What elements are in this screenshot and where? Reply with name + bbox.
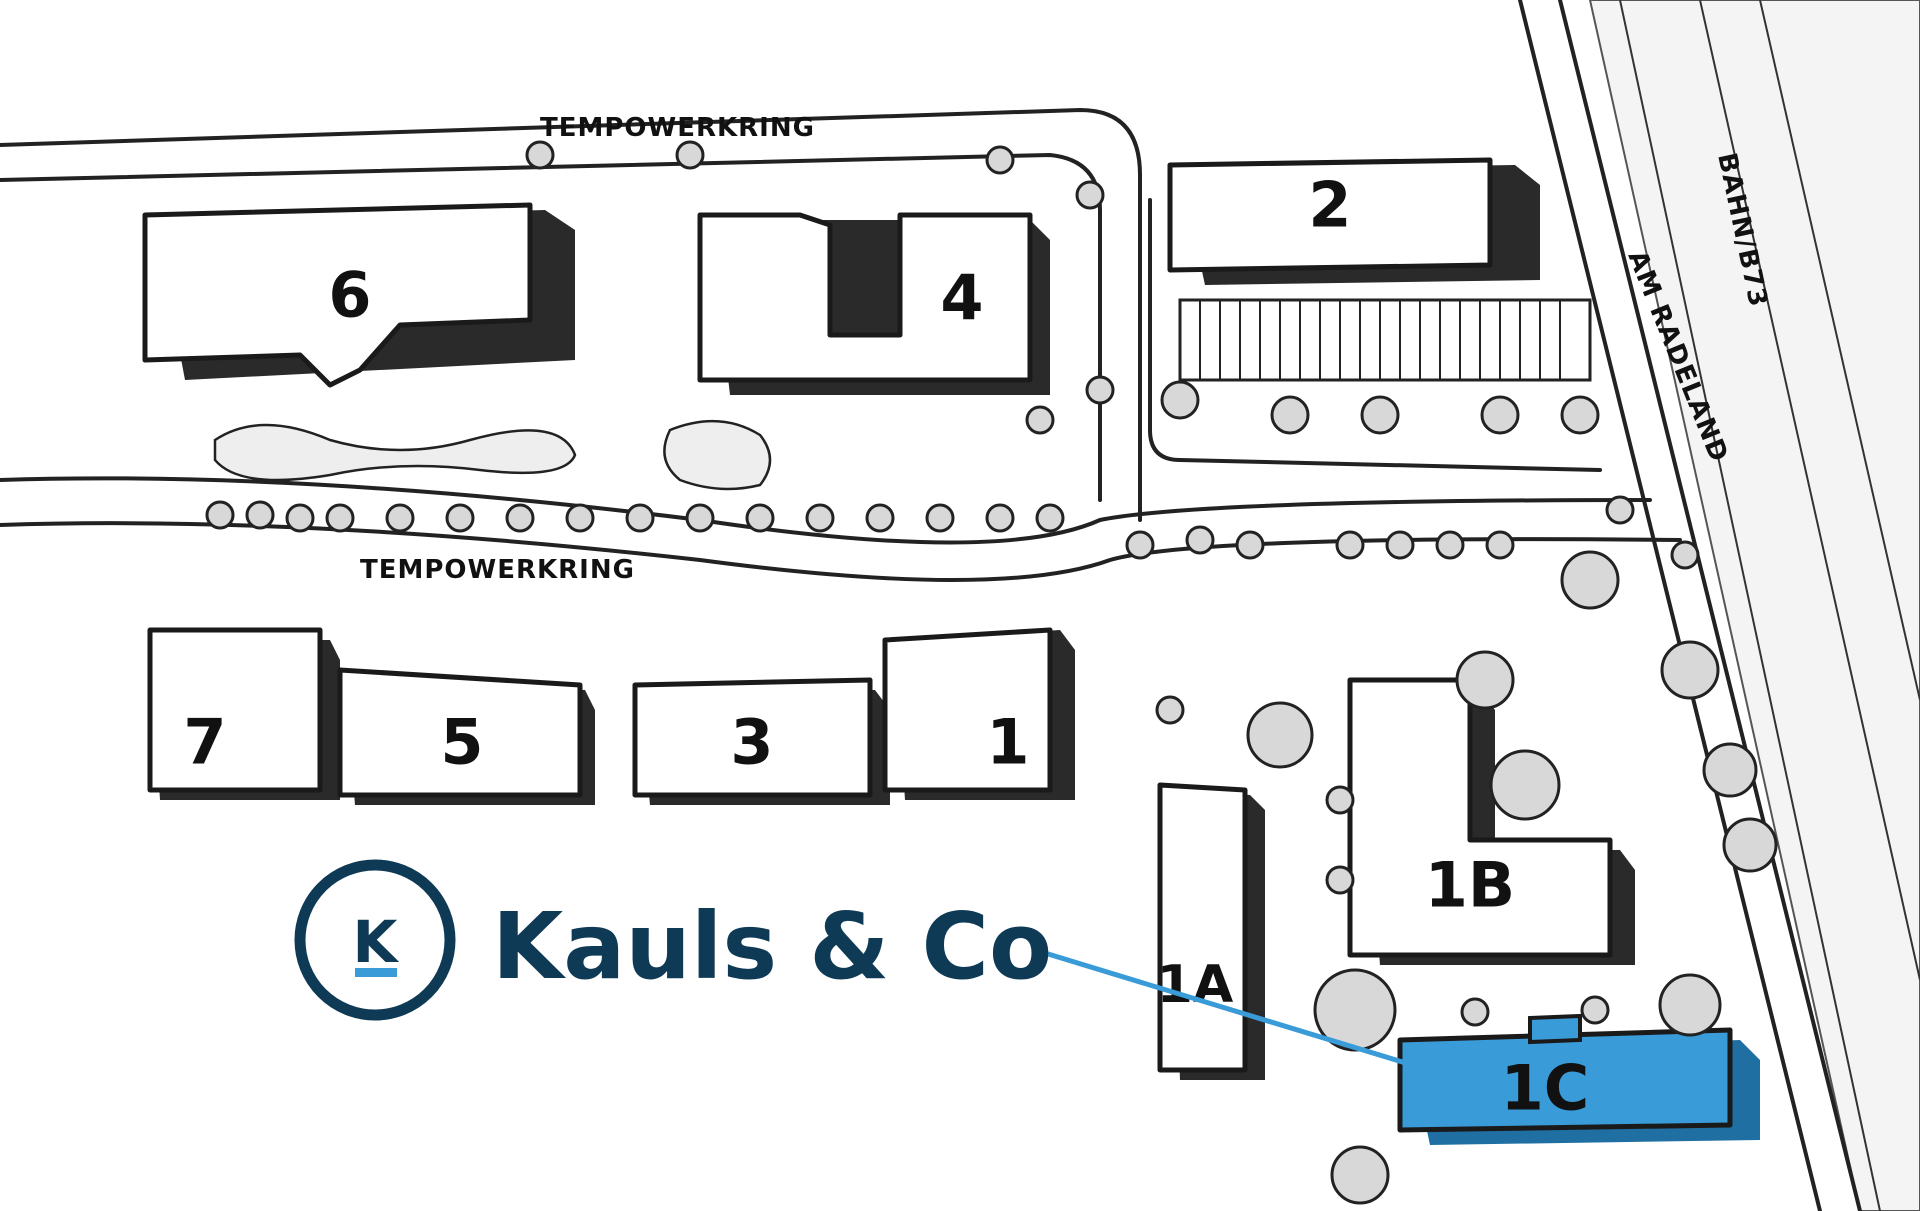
building-6[interactable]: 6: [142, 202, 575, 388]
am-radeland-road: [1518, 0, 1822, 1211]
building-1-label: 1: [986, 706, 1029, 779]
building-5[interactable]: 5: [337, 667, 595, 805]
building-1c-label: 1C: [1501, 1052, 1590, 1125]
street-label-tempowerkring-south: TEMPOWERKRING: [360, 555, 635, 585]
building-1a[interactable]: 1A: [1157, 782, 1265, 1080]
building-3[interactable]: 3: [632, 677, 890, 805]
trees: [205, 140, 1778, 1205]
building-2-label: 2: [1308, 169, 1351, 242]
tempowerkring-south-road: [0, 476, 1652, 545]
logo-circle-icon: [294, 859, 456, 1021]
tempowerkring-north-road: [0, 108, 1142, 522]
pond-west: [213, 423, 577, 482]
building-4-label: 4: [940, 262, 983, 335]
building-7-label: 7: [183, 706, 226, 779]
building-7[interactable]: 7: [147, 627, 340, 800]
building-1c[interactable]: 1C: [1397, 1013, 1760, 1145]
am-radeland-road-edge: [1558, 0, 1862, 1211]
pond-center: [663, 419, 772, 491]
logo-mark: K: [353, 908, 400, 976]
building-4[interactable]: 4: [697, 212, 1050, 395]
tempowerkring-north-inner: [0, 153, 1102, 502]
street-label-tempowerkring-north: TEMPOWERKRING: [540, 113, 815, 143]
parking-area-2: [1178, 298, 1592, 382]
building-6-label: 6: [328, 259, 371, 332]
logo-leader-line: [1032, 947, 1448, 1078]
logo-underline: [355, 968, 397, 977]
building-1b-label: 1B: [1425, 849, 1515, 922]
building-1b[interactable]: 1B: [1347, 677, 1635, 965]
building-1[interactable]: 1: [882, 627, 1075, 800]
railway: [1588, 0, 1920, 1211]
building-2[interactable]: 2: [1167, 157, 1540, 285]
building-5-label: 5: [440, 706, 483, 779]
kauls-logo[interactable]: K Kauls & Co: [294, 859, 1052, 1021]
logo-name: Kauls & Co: [492, 893, 1052, 1000]
tempowerkring-south-inner: [0, 521, 1682, 582]
building-3-label: 3: [730, 706, 773, 779]
loop-road-2: [1148, 198, 1602, 472]
